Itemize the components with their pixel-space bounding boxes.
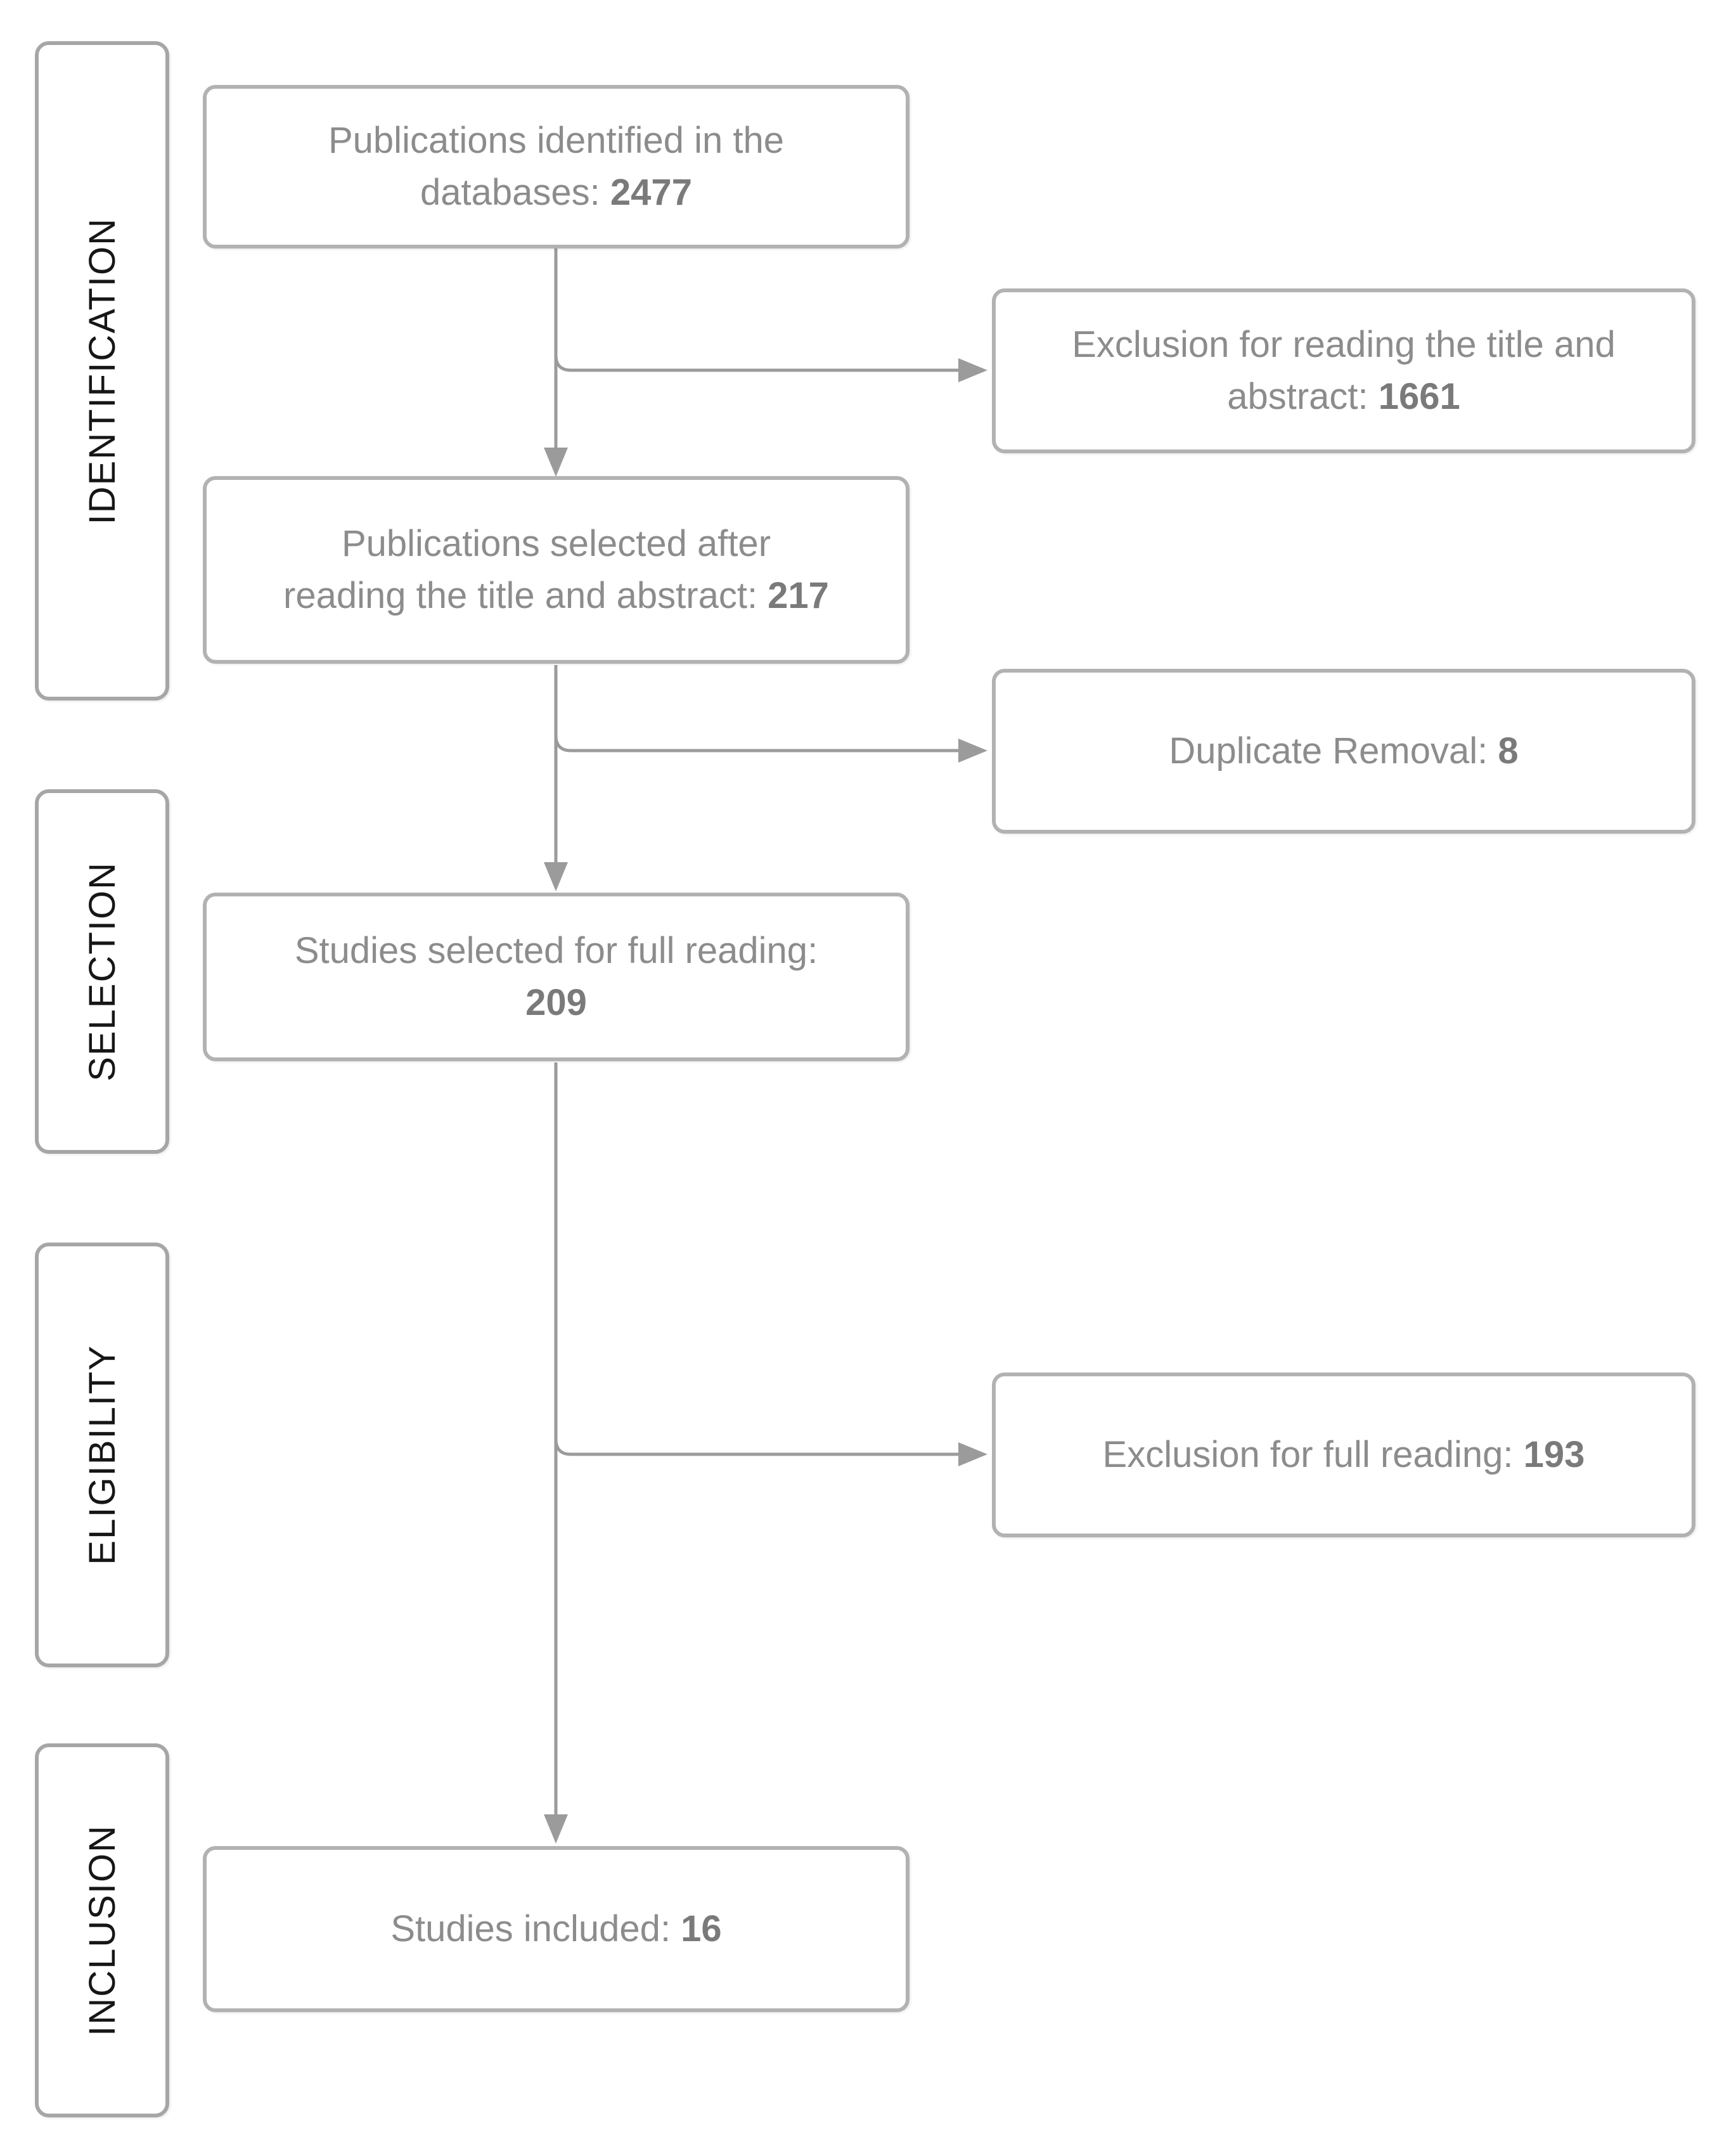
box-publications-identified-label: Publications identified in the databases…	[328, 115, 784, 219]
label-value: 209	[525, 982, 587, 1023]
connector-branch-duplicate-removal	[554, 735, 960, 753]
arrowhead-right-icon	[958, 739, 987, 763]
box-publications-selected-label: Publications selected after reading the …	[283, 518, 829, 623]
box-exclusion-full-reading: Exclusion for full reading: 193	[992, 1373, 1695, 1537]
arrowhead-right-icon	[958, 1442, 987, 1466]
label-line1: Studies selected for full reading:	[294, 929, 818, 971]
box-exclusion-title-abstract: Exclusion for reading the title and abst…	[992, 288, 1695, 453]
label-line2: reading the title and abstract:	[283, 575, 768, 616]
label-value: 16	[681, 1908, 722, 1949]
connector-branch-full-reading-exclusion	[554, 1438, 960, 1456]
label-line1: Publications selected after	[341, 522, 771, 564]
stage-identification-label: IDENTIFICATION	[81, 217, 123, 525]
box-studies-included: Studies included: 16	[203, 1846, 910, 2012]
stage-identification: IDENTIFICATION	[35, 41, 169, 701]
label-value: 217	[768, 575, 829, 616]
label-line2: Studies included:	[390, 1908, 681, 1949]
label-value: 193	[1523, 1433, 1585, 1475]
box-duplicate-removal-label: Duplicate Removal: 8	[1169, 725, 1518, 777]
stage-inclusion-label: INCLUSION	[81, 1825, 123, 2036]
stage-inclusion: INCLUSION	[35, 1743, 169, 2117]
box-studies-included-label: Studies included: 16	[390, 1903, 721, 1955]
label-line2: Exclusion for full reading:	[1102, 1433, 1524, 1475]
arrowhead-down-icon	[544, 448, 568, 477]
stage-eligibility-label: ELIGIBILITY	[81, 1345, 123, 1565]
box-publications-selected: Publications selected after reading the …	[203, 476, 910, 664]
box-studies-full-reading-label: Studies selected for full reading: 209	[295, 925, 818, 1030]
label-line2: Duplicate Removal:	[1169, 730, 1498, 772]
stage-selection-label: SELECTION	[81, 862, 123, 1082]
label-value: 2477	[610, 172, 692, 213]
label-line1: Exclusion for reading the title and	[1072, 323, 1616, 365]
box-exclusion-title-abstract-label: Exclusion for reading the title and abst…	[1072, 319, 1616, 423]
box-exclusion-full-reading-label: Exclusion for full reading: 193	[1103, 1429, 1585, 1481]
label-line1: Publications identified in the	[328, 119, 785, 161]
box-duplicate-removal: Duplicate Removal: 8	[992, 669, 1695, 834]
box-publications-identified: Publications identified in the databases…	[203, 85, 910, 249]
arrowhead-down-icon	[544, 862, 568, 891]
arrowhead-down-icon	[544, 1814, 568, 1844]
label-value: 8	[1498, 730, 1519, 772]
stage-eligibility: ELIGIBILITY	[35, 1243, 169, 1667]
connector-branch-title-abstract-exclusion	[554, 354, 960, 372]
label-value: 1661	[1378, 376, 1460, 417]
stage-selection: SELECTION	[35, 789, 169, 1154]
box-studies-full-reading: Studies selected for full reading: 209	[203, 893, 910, 1061]
label-line2: databases:	[420, 172, 610, 213]
arrowhead-right-icon	[958, 358, 987, 382]
label-line2: abstract:	[1227, 376, 1379, 417]
